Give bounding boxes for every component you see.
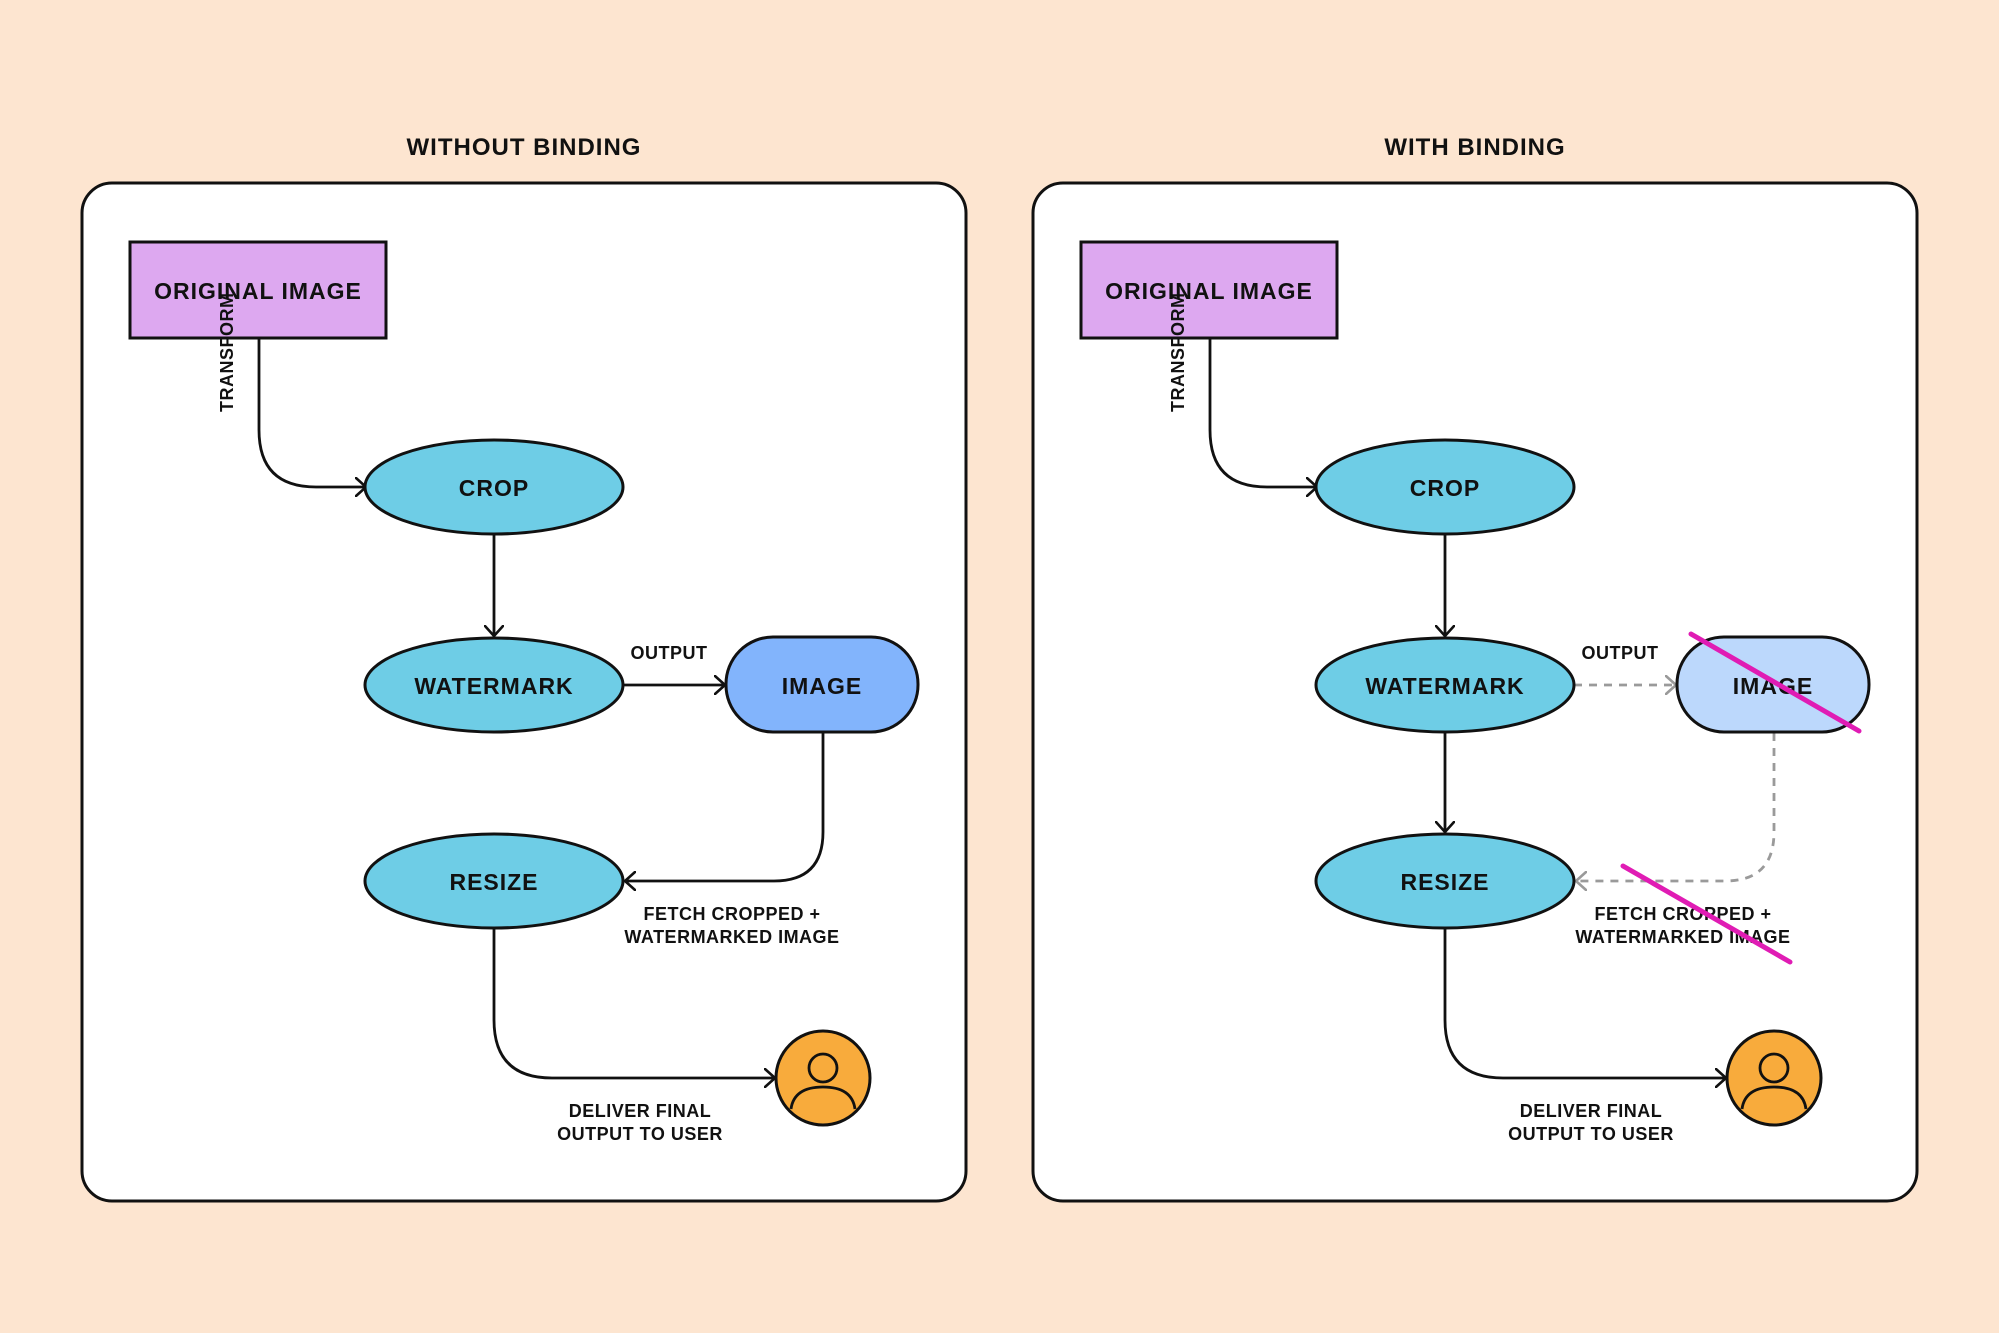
node-original-image: ORIGINAL IMAGE xyxy=(128,240,388,340)
node-label: CROP xyxy=(1410,475,1480,501)
node-resize: RESIZE xyxy=(1314,832,1576,930)
node-label: RESIZE xyxy=(449,869,538,895)
edge-label-fetch-line1: FETCH CROPPED + xyxy=(1594,904,1771,924)
node-image: IMAGE xyxy=(724,635,920,734)
panel-title: WITHOUT BINDING xyxy=(407,134,642,161)
node-label: IMAGE xyxy=(782,673,862,699)
edge-label-fetch-line2: WATERMARKED IMAGE xyxy=(624,927,839,947)
edge-label-output: OUTPUT xyxy=(631,643,708,663)
panel-without-binding: WITHOUT BINDING ORIGINAL IMAGE CROP WATE… xyxy=(80,134,968,1203)
edge-deliver xyxy=(492,928,775,1078)
panel-title: WITH BINDING xyxy=(1384,134,1565,161)
node-label: WATERMARK xyxy=(414,673,573,699)
edge-deliver xyxy=(1443,928,1726,1078)
edge-label-deliver-line1: DELIVER FINAL xyxy=(1520,1101,1663,1121)
user-icon xyxy=(774,1029,872,1127)
node-label: WATERMARK xyxy=(1365,673,1524,699)
edge-fetch xyxy=(625,733,825,881)
node-watermark: WATERMARK xyxy=(363,636,625,734)
node-original-image: ORIGINAL IMAGE xyxy=(1079,240,1339,340)
panel-with-binding: WITH BINDING ORIGINAL IMAGE CROP WATERMA… xyxy=(1031,134,1919,1203)
edge-label-transform: TRANSFORM xyxy=(1168,293,1188,413)
user-icon xyxy=(1725,1029,1823,1127)
edge-label-fetch-line1: FETCH CROPPED + xyxy=(643,904,820,924)
node-crop: CROP xyxy=(1314,438,1576,536)
edge-label-transform: TRANSFORM xyxy=(217,293,237,413)
node-label: ORIGINAL IMAGE xyxy=(1105,278,1313,304)
strike-fetch xyxy=(1620,863,1793,965)
edge-fetch-dashed xyxy=(1576,733,1776,881)
node-crop: CROP xyxy=(363,438,625,536)
node-label: ORIGINAL IMAGE xyxy=(154,278,362,304)
edge-transform xyxy=(257,338,366,487)
strike-image xyxy=(1688,631,1862,734)
node-label: CROP xyxy=(459,475,529,501)
edge-label-deliver-line2: OUTPUT TO USER xyxy=(1508,1124,1674,1144)
node-resize: RESIZE xyxy=(363,832,625,930)
edge-label-deliver-line2: OUTPUT TO USER xyxy=(557,1124,723,1144)
edge-label-deliver-line1: DELIVER FINAL xyxy=(569,1101,712,1121)
edge-transform xyxy=(1208,338,1317,487)
node-label: RESIZE xyxy=(1400,869,1489,895)
edge-label-output: OUTPUT xyxy=(1582,643,1659,663)
node-watermark: WATERMARK xyxy=(1314,636,1576,734)
